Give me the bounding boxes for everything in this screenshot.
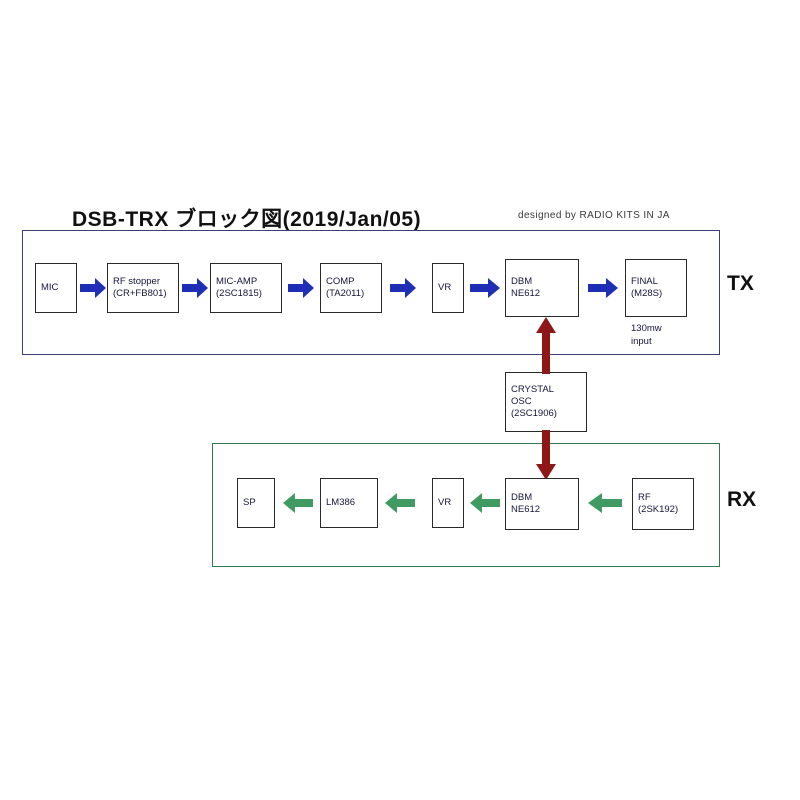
block-final-line2: (M28S) [631, 288, 663, 299]
block-crystal-osc-line1: CRYSTAL [511, 384, 554, 395]
final-power-note-line1: 130mw [631, 323, 662, 334]
block-comp: COMP (TA2011) [320, 263, 382, 313]
block-mic-amp: MIC-AMP (2SC1815) [210, 263, 282, 313]
block-crystal-osc-line3: (2SC1906) [511, 408, 557, 419]
block-final: FINAL (M28S) [625, 259, 687, 317]
block-comp-line1: COMP [326, 276, 355, 287]
designer-credit: designed by RADIO KITS IN JA [518, 210, 670, 221]
block-rx-rf: RF (2SK192) [632, 478, 694, 530]
block-rx-dbm-line2: NE612 [511, 504, 541, 515]
block-sp-line1: SP [243, 497, 256, 508]
final-power-note: 130mw input [631, 323, 662, 348]
block-tx-dbm-line2: NE612 [511, 288, 541, 299]
arrow-rf-stopper-to-mic-amp [182, 278, 208, 298]
block-mic: MIC [35, 263, 77, 313]
arrow-osc-to-tx-dbm [536, 317, 556, 374]
block-rf-stopper-line1: RF stopper [113, 276, 160, 287]
block-comp-line2: (TA2011) [326, 288, 365, 299]
block-sp: SP [237, 478, 275, 528]
block-mic-amp-line1: MIC-AMP [216, 276, 258, 287]
arrow-rx-rf-to-dbm [588, 493, 622, 513]
block-lm386: LM386 [320, 478, 378, 528]
arrow-comp-to-vr [390, 278, 416, 298]
block-rf-stopper: RF stopper (CR+FB801) [107, 263, 179, 313]
block-rx-dbm: DBM NE612 [505, 478, 579, 530]
arrow-dbm-to-final [588, 278, 618, 298]
block-rx-dbm-line1: DBM [511, 492, 533, 503]
arrow-osc-to-rx-dbm [536, 430, 556, 480]
page-title: DSB-TRX ブロック図(2019/Jan/05) [72, 208, 422, 231]
block-tx-vr: VR [432, 263, 464, 313]
arrow-rx-dbm-to-vr [470, 493, 500, 513]
block-lm386-line1: LM386 [326, 497, 356, 508]
block-mic-line1: MIC [41, 282, 59, 293]
tx-section-label: TX [727, 272, 754, 295]
final-power-note-line2: input [631, 335, 652, 347]
block-rx-vr: VR [432, 478, 464, 528]
block-crystal-osc: CRYSTAL OSC (2SC1906) [505, 372, 587, 432]
arrow-mic-to-rf-stopper [80, 278, 106, 298]
block-tx-dbm-line1: DBM [511, 276, 533, 287]
block-rx-rf-line2: (2SK192) [638, 504, 679, 515]
arrow-vr-to-lm386 [385, 493, 415, 513]
rx-section-label: RX [727, 488, 757, 511]
block-rf-stopper-line2: (CR+FB801) [113, 288, 167, 299]
block-tx-vr-line1: VR [438, 282, 452, 293]
arrow-mic-amp-to-comp [288, 278, 314, 298]
arrow-lm386-to-sp [283, 493, 313, 513]
block-tx-dbm: DBM NE612 [505, 259, 579, 317]
arrow-vr-to-dbm [470, 278, 500, 298]
block-rx-rf-line1: RF [638, 492, 651, 503]
block-crystal-osc-line2: OSC [511, 396, 532, 407]
block-final-line1: FINAL [631, 276, 658, 287]
block-mic-amp-line2: (2SC1815) [216, 288, 262, 299]
block-rx-vr-line1: VR [438, 497, 452, 508]
